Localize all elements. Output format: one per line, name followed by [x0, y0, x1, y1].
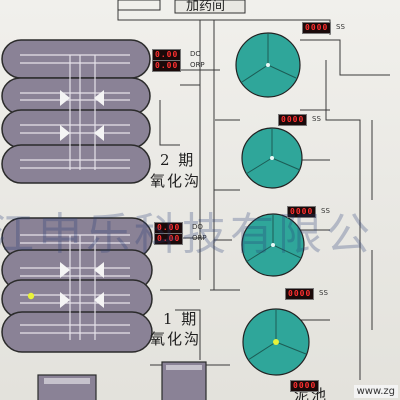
dosing-room-label: 加药间	[186, 0, 226, 14]
clarifier-2-ss-display: 0000	[278, 114, 308, 126]
ditch-1-number-label: 1 期	[163, 310, 199, 328]
clarifier-4[interactable]	[242, 308, 310, 376]
ditch-2-name-label: 氧化沟	[150, 172, 202, 190]
bottom-tank-right[interactable]	[161, 361, 207, 400]
ditch-1-orp-display: 0.00	[154, 233, 184, 245]
clarifier-2-ss-unit: SS	[312, 115, 321, 123]
clarifier-1-ss-display: 0000	[302, 22, 332, 34]
ditch-1-name-label: 氧化沟	[150, 330, 202, 348]
clarifier-4-ss-unit: SS	[319, 289, 328, 297]
status-indicator-icon[interactable]	[273, 339, 279, 345]
clarifier-2[interactable]	[241, 127, 303, 189]
clarifier-3[interactable]	[241, 213, 305, 277]
ditch-2-orp-display: 0.00	[152, 60, 182, 72]
ditch-2-number-label: 2 期	[160, 151, 196, 169]
bottom-tank-left[interactable]	[37, 374, 97, 400]
ditch-2-orp-unit: ORP	[190, 61, 205, 69]
ditch-1-do-unit: DO	[192, 223, 203, 231]
ditch-1-orp-unit: ORP	[192, 234, 207, 242]
clarifier-3-ss-display: 0000	[287, 206, 317, 218]
dosing-room[interactable]	[117, 0, 246, 14]
clarifier-4-extra-display: 0000	[290, 380, 320, 392]
watermark-text: 江申乐科技有限公	[0, 209, 374, 260]
oxidation-ditch-2[interactable]	[1, 39, 151, 184]
clarifier-1[interactable]	[235, 32, 301, 98]
oxidation-ditch-1[interactable]	[1, 217, 153, 353]
status-indicator-icon[interactable]	[27, 292, 35, 300]
clarifier-1-ss-unit: SS	[336, 23, 345, 31]
clarifier-3-ss-unit: SS	[321, 207, 330, 215]
corner-url-text: www.zg	[353, 385, 398, 398]
ditch-2-do-unit: DO	[190, 50, 201, 58]
clarifier-4-ss-display: 0000	[285, 288, 315, 300]
